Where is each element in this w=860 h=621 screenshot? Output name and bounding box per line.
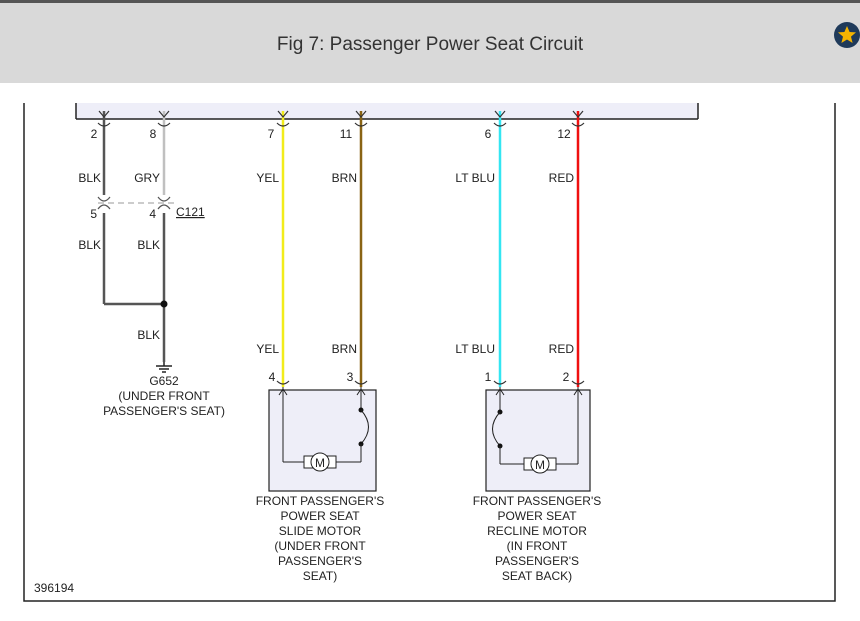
ground-symbol <box>156 362 172 373</box>
slide-motor-symbol: M <box>315 456 325 470</box>
svg-text:POWER SEAT: POWER SEAT <box>280 509 360 523</box>
wire-label: YEL <box>256 342 279 356</box>
pin-label: 5 <box>90 207 97 221</box>
circuit-diagram: M M 2 8 7 11 6 12 BLK GRY YEL BRN LT BLU… <box>23 103 836 602</box>
svg-text:PASSENGER'S: PASSENGER'S <box>278 554 362 568</box>
wire-label: LT BLU <box>455 342 495 356</box>
svg-text:FRONT PASSENGER'S: FRONT PASSENGER'S <box>473 494 602 508</box>
pin-label: 4 <box>149 207 156 221</box>
svg-text:SLIDE MOTOR: SLIDE MOTOR <box>279 524 362 538</box>
wire-label: BLK <box>137 238 160 252</box>
recline-motor-box: M <box>485 387 591 492</box>
diagram-frame <box>23 103 836 602</box>
wire-label: YEL <box>256 171 279 185</box>
wire-label: BLK <box>78 171 101 185</box>
pin-label: 8 <box>150 127 157 141</box>
top-pin-terminals <box>97 110 585 127</box>
pin-label: 3 <box>347 370 354 384</box>
svg-text:POWER SEAT: POWER SEAT <box>497 509 577 523</box>
pin-label: 11 <box>340 127 353 141</box>
svg-text:(IN FRONT: (IN FRONT <box>507 539 568 553</box>
top-connector-body <box>76 103 698 119</box>
svg-text:PASSENGER'S: PASSENGER'S <box>495 554 579 568</box>
wire-label: GRY <box>134 171 160 185</box>
wire-label: BLK <box>137 328 160 342</box>
recline-motor-label: FRONT PASSENGER'S POWER SEAT RECLINE MOT… <box>473 494 602 583</box>
ground-location: PASSENGER'S SEAT) <box>103 404 225 418</box>
star-icon <box>838 26 856 43</box>
connector-c121-label: C121 <box>176 205 205 219</box>
wire-label: BRN <box>332 171 357 185</box>
svg-text:(UNDER FRONT: (UNDER FRONT <box>274 539 366 553</box>
pin-label: 1 <box>485 370 492 384</box>
wire-label: RED <box>549 171 575 185</box>
wire-label: BLK <box>78 238 101 252</box>
pin-label: 6 <box>485 127 492 141</box>
splice-point <box>160 300 168 308</box>
svg-text:SEAT BACK): SEAT BACK) <box>502 569 572 583</box>
svg-text:SEAT): SEAT) <box>303 569 337 583</box>
pin-label: 2 <box>91 127 98 141</box>
pin-label: 12 <box>557 127 571 141</box>
pin-label: 2 <box>563 370 570 384</box>
slide-motor-label: FRONT PASSENGER'S POWER SEAT SLIDE MOTOR… <box>256 494 385 583</box>
wire-label: RED <box>549 342 575 356</box>
wire-label: BRN <box>332 342 357 356</box>
svg-text:FRONT PASSENGER'S: FRONT PASSENGER'S <box>256 494 385 508</box>
recline-motor-symbol: M <box>535 458 545 472</box>
diagram-id: 396194 <box>34 581 74 595</box>
page-title: Fig 7: Passenger Power Seat Circuit <box>276 34 584 55</box>
ground-location: (UNDER FRONT <box>118 389 210 403</box>
favorite-button[interactable] <box>834 22 860 48</box>
header-bar: Fig 7: Passenger Power Seat Circuit <box>0 0 860 83</box>
svg-text:RECLINE MOTOR: RECLINE MOTOR <box>487 524 587 538</box>
wire-label: LT BLU <box>455 171 495 185</box>
pin-label: 7 <box>268 127 275 141</box>
slide-motor-box: M <box>268 387 377 492</box>
motor-pin-terminals <box>276 380 585 385</box>
ground-name: G652 <box>149 374 179 388</box>
pin-label: 4 <box>269 370 276 384</box>
